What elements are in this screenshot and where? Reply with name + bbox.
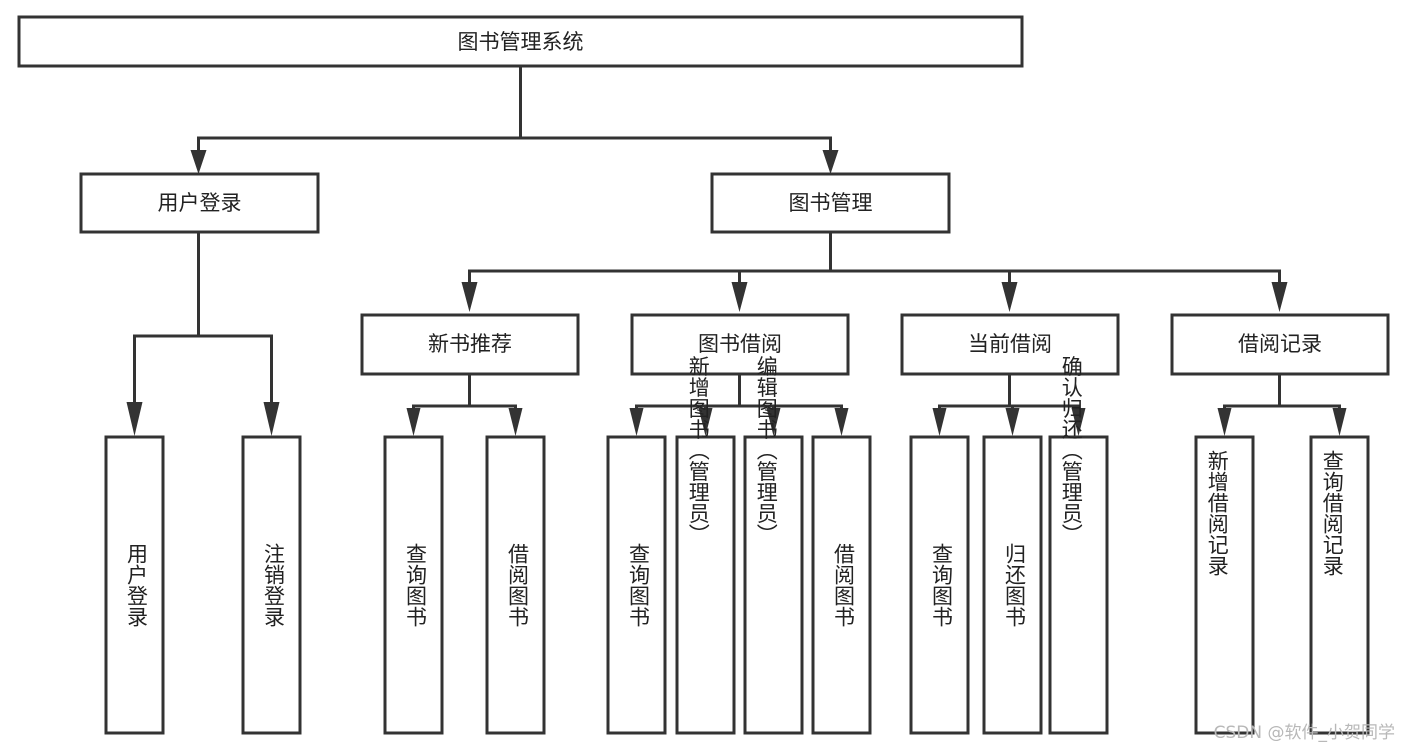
leaf-confirm-return[interactable]: 确认归还（管理员） bbox=[1048, 356, 1109, 735]
arrowhead-leaf-add-record bbox=[1217, 408, 1232, 436]
leaf-logout[interactable]: 注销登录 bbox=[241, 435, 302, 735]
arrowhead-user-login bbox=[190, 150, 207, 174]
arrowhead-borrow-record bbox=[1271, 282, 1288, 312]
leaf-borrow-book-2[interactable]: 借阅图书 bbox=[811, 435, 872, 735]
arrowhead-leaf-borrow-book-2 bbox=[834, 408, 849, 436]
leaf-return-book[interactable]: 归还图书 bbox=[982, 435, 1043, 735]
leaf-query-book-1-label: 查询图书 bbox=[404, 543, 428, 627]
leaf-query-record-label: 查询借阅记录 bbox=[1320, 450, 1344, 576]
leaf-borrow-book-2-box[interactable] bbox=[811, 435, 872, 735]
leaf-confirm-return-label: 确认归还（管理员） bbox=[1059, 356, 1083, 545]
node-current-borrow[interactable]: 当前借阅 bbox=[900, 313, 1120, 376]
leaf-query-book-3[interactable]: 查询图书 bbox=[909, 435, 970, 735]
node-user-login[interactable]: 用户登录 bbox=[79, 172, 320, 234]
arrowhead-leaf-borrow-book-1 bbox=[508, 408, 523, 436]
arrowhead-leaf-edit-book bbox=[766, 408, 781, 436]
leaf-edit-book-label: 编辑图书（管理员） bbox=[754, 356, 778, 545]
arrowhead-leaf-return-book bbox=[1005, 408, 1020, 436]
node-book-borrow-box[interactable] bbox=[630, 313, 850, 376]
leaf-query-book-1[interactable]: 查询图书 bbox=[383, 435, 444, 735]
node-book-manage-label: 图书管理 bbox=[789, 191, 873, 215]
node-root[interactable]: 图书管理系统 bbox=[17, 15, 1024, 68]
leaf-add-book-label: 新增图书（管理员） bbox=[686, 356, 710, 545]
leaf-user-login-box[interactable] bbox=[104, 435, 165, 735]
csdn-watermark: CSDN @软件_小贺同学 bbox=[1213, 723, 1395, 743]
leaf-query-book-2-box[interactable] bbox=[606, 435, 667, 735]
arrowhead-book-manage bbox=[822, 150, 839, 174]
leaf-return-book-label: 归还图书 bbox=[1003, 543, 1027, 627]
node-new-book-recommend[interactable]: 新书推荐 bbox=[360, 313, 580, 376]
node-book-borrow-label: 图书借阅 bbox=[698, 332, 782, 356]
node-user-login-label: 用户登录 bbox=[158, 191, 242, 215]
leaf-query-book-2[interactable]: 查询图书 bbox=[606, 435, 667, 735]
leaf-query-record-box[interactable] bbox=[1309, 435, 1370, 735]
node-borrow-record-box[interactable] bbox=[1170, 313, 1390, 376]
node-current-borrow-box[interactable] bbox=[900, 313, 1120, 376]
node-current-borrow-label: 当前借阅 bbox=[968, 332, 1052, 356]
leaf-add-record-box[interactable] bbox=[1194, 435, 1255, 735]
arrowhead-current-borrow bbox=[1001, 282, 1018, 312]
leaf-query-record[interactable]: 查询借阅记录 bbox=[1309, 435, 1370, 735]
arrowhead-leaf-logout bbox=[263, 402, 280, 436]
node-book-borrow[interactable]: 图书借阅 bbox=[630, 313, 850, 376]
node-root-label: 图书管理系统 bbox=[458, 30, 584, 54]
arrowhead-leaf-add-book bbox=[698, 408, 713, 436]
node-book-manage[interactable]: 图书管理 bbox=[710, 172, 951, 234]
node-book-manage-box[interactable] bbox=[710, 172, 951, 234]
leaf-add-book[interactable]: 新增图书（管理员） bbox=[675, 356, 736, 735]
leaf-borrow-book-1[interactable]: 借阅图书 bbox=[485, 435, 546, 735]
node-borrow-record-label: 借阅记录 bbox=[1238, 332, 1322, 356]
leaf-user-login-label: 用户登录 bbox=[125, 543, 149, 627]
leaf-add-record[interactable]: 新增借阅记录 bbox=[1194, 435, 1255, 735]
leaf-borrow-book-2-label: 借阅图书 bbox=[832, 543, 856, 627]
leaf-query-book-2-label: 查询图书 bbox=[627, 543, 651, 627]
arrowhead-new-book-recommend bbox=[461, 282, 478, 312]
leaf-add-record-label: 新增借阅记录 bbox=[1205, 450, 1229, 576]
arrowhead-leaf-confirm-return bbox=[1071, 408, 1086, 436]
arrowhead-leaf-user-login bbox=[126, 402, 143, 436]
leaf-logout-box[interactable] bbox=[241, 435, 302, 735]
node-new-book-recommend-label: 新书推荐 bbox=[428, 332, 512, 356]
leaf-borrow-book-1-label: 借阅图书 bbox=[506, 543, 530, 627]
leaf-edit-book[interactable]: 编辑图书（管理员） bbox=[743, 356, 804, 735]
leaf-query-book-3-label: 查询图书 bbox=[930, 543, 954, 627]
arrowhead-leaf-query-book-1 bbox=[406, 408, 421, 436]
leaf-add-book-box[interactable] bbox=[675, 435, 736, 735]
connector-layer bbox=[126, 64, 1347, 436]
leaf-borrow-book-1-box[interactable] bbox=[485, 435, 546, 735]
arrowhead-leaf-query-record bbox=[1332, 408, 1347, 436]
node-new-book-recommend-box[interactable] bbox=[360, 313, 580, 376]
leaf-user-login[interactable]: 用户登录 bbox=[104, 435, 165, 735]
leaf-confirm-return-box[interactable] bbox=[1048, 435, 1109, 735]
node-borrow-record[interactable]: 借阅记录 bbox=[1170, 313, 1390, 376]
leaf-query-book-1-box[interactable] bbox=[383, 435, 444, 735]
arrowhead-book-borrow bbox=[731, 282, 748, 312]
node-user-login-box[interactable] bbox=[79, 172, 320, 234]
leaf-edit-book-box[interactable] bbox=[743, 435, 804, 735]
arrowhead-leaf-query-book-3 bbox=[932, 408, 947, 436]
leaf-return-book-box[interactable] bbox=[982, 435, 1043, 735]
leaf-logout-label: 注销登录 bbox=[262, 543, 286, 627]
leaf-query-book-3-box[interactable] bbox=[909, 435, 970, 735]
node-root-box[interactable] bbox=[17, 15, 1024, 68]
arrowhead-leaf-query-book-2 bbox=[629, 408, 644, 436]
